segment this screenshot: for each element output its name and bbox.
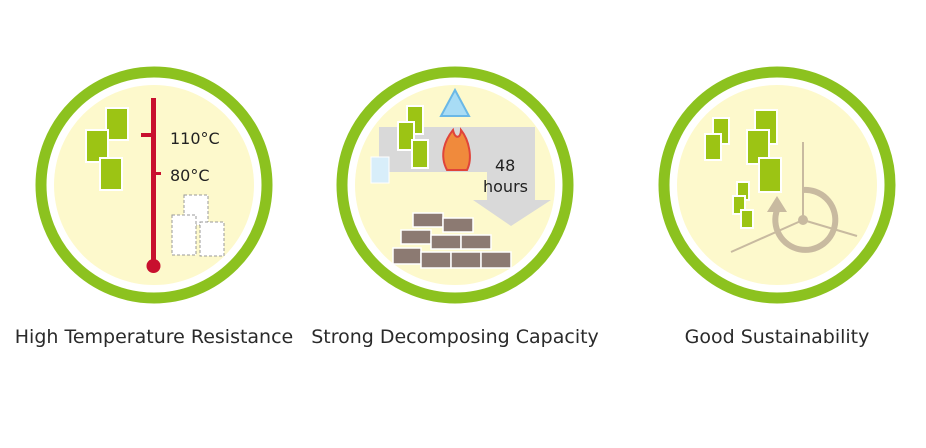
- sustainability-illustration: [658, 66, 896, 304]
- temp-high-label: 110°C: [170, 129, 220, 148]
- thermometer-icon: [141, 98, 161, 273]
- feature-title: High Temperature Resistance: [14, 326, 294, 348]
- dashed-block-icon: [171, 194, 225, 257]
- recycle-icon: [730, 142, 858, 253]
- duration-unit: hours: [483, 177, 528, 196]
- feature-decomposing: 48 hours Strong Decomposing Capacity: [311, 0, 627, 448]
- water-drop-icon: [439, 87, 471, 117]
- fire-icon: [442, 127, 471, 171]
- ice-block-icon: [370, 156, 390, 184]
- duration-value: 48: [495, 156, 515, 175]
- decompose-illustration: 48 hours: [336, 66, 574, 304]
- green-block-icon: [704, 109, 782, 229]
- brick-pile-icon: [392, 212, 512, 269]
- feature-title: Strong Decomposing Capacity: [311, 326, 599, 348]
- temp-low-label: 80°C: [170, 166, 210, 185]
- feature-sustainability: Good Sustainability: [627, 0, 926, 448]
- feature-title: Good Sustainability: [684, 326, 870, 348]
- thermometer-illustration: 110°C 80°C: [35, 66, 273, 304]
- green-block-icon: [85, 107, 129, 191]
- green-block-icon: [397, 105, 429, 169]
- feature-high-temperature: 110°C 80°C High Temperature Resistance: [4, 0, 304, 448]
